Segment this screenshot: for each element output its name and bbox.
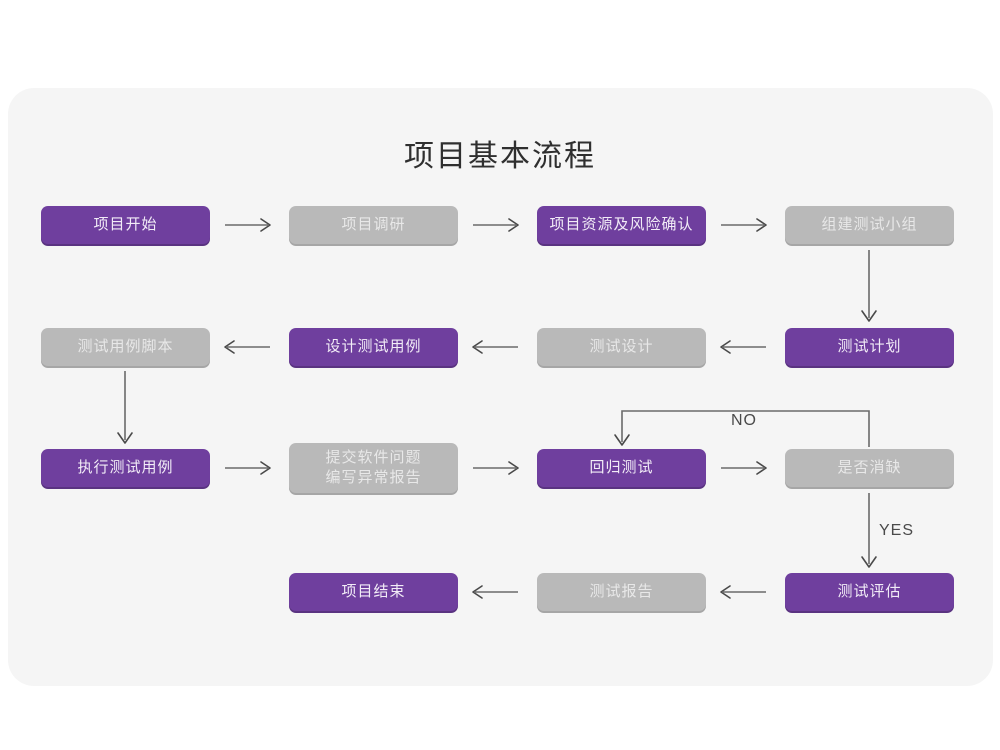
node-test-evaluation[interactable]: 测试评估 xyxy=(785,573,954,611)
node-project-start[interactable]: 项目开始 xyxy=(41,206,210,244)
node-submit-issue-report[interactable]: 提交软件问题 编写异常报告 xyxy=(289,443,458,493)
node-test-plan[interactable]: 测试计划 xyxy=(785,328,954,366)
node-regression-test[interactable]: 回归测试 xyxy=(537,449,706,487)
edge-label-no: NO xyxy=(731,412,757,429)
node-test-case-script[interactable]: 测试用例脚本 xyxy=(41,328,210,366)
page-title: 项目基本流程 xyxy=(404,140,596,173)
edge-label-yes: YES xyxy=(879,522,915,539)
node-test-report[interactable]: 测试报告 xyxy=(537,573,706,611)
node-project-research[interactable]: 项目调研 xyxy=(289,206,458,244)
node-resource-risk-confirm[interactable]: 项目资源及风险确认 xyxy=(537,206,706,244)
node-design-test-case[interactable]: 设计测试用例 xyxy=(289,328,458,366)
node-project-end[interactable]: 项目结束 xyxy=(289,573,458,611)
node-execute-test-case[interactable]: 执行测试用例 xyxy=(41,449,210,487)
node-form-test-team[interactable]: 组建测试小组 xyxy=(785,206,954,244)
node-defect-cleared[interactable]: 是否消缺 xyxy=(785,449,954,487)
node-test-design[interactable]: 测试设计 xyxy=(537,328,706,366)
